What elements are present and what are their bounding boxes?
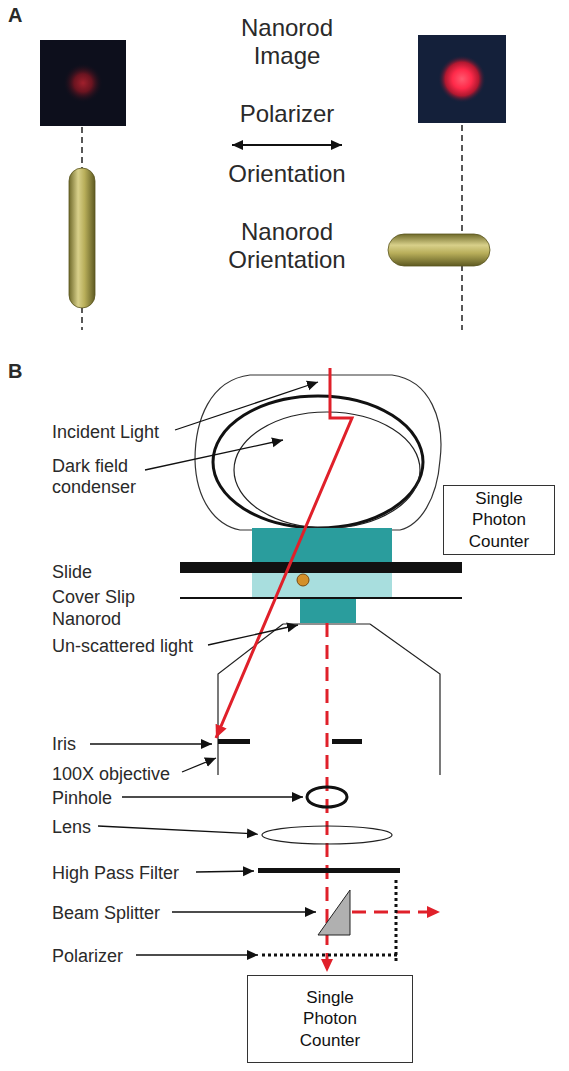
box-text: Single Photon Counter: [462, 488, 537, 552]
part-label: Lens: [52, 817, 91, 838]
detector-box: Single Photon Counter: [247, 975, 413, 1063]
detector-box: Single Photon Counter: [443, 485, 555, 555]
beam-splitter: [318, 890, 350, 935]
leader-line: [175, 382, 318, 430]
leader-line: [98, 826, 258, 834]
polarizer-horizontal: [262, 954, 400, 957]
iris-blade: [332, 739, 362, 744]
nanorod-particle: [297, 574, 309, 586]
slide: [180, 562, 462, 573]
part-label: Nanorod: [52, 609, 121, 630]
scattered-beam: [326, 623, 329, 972]
leader-line: [122, 796, 303, 797]
oil-layer: [252, 528, 392, 563]
part-label: Slide: [52, 562, 92, 583]
dashed-guide: [461, 125, 463, 330]
nanorod-image-bright: [418, 35, 506, 123]
axis-label: Orientation: [187, 160, 387, 188]
nanorod-vertical: [69, 168, 95, 308]
lens: [262, 826, 392, 844]
axis-label: Nanorod Orientation: [212, 218, 362, 274]
part-label: Polarizer: [52, 946, 123, 967]
part-label: Beam Splitter: [52, 903, 160, 924]
condenser-ring: [213, 396, 423, 528]
leader-line: [136, 954, 258, 955]
part-label: Cover Slip: [52, 587, 135, 608]
image-label: Nanorod Image: [227, 14, 347, 70]
panel-label: B: [8, 360, 22, 383]
polarizer-arrow: [232, 144, 342, 146]
objective-oil: [300, 599, 356, 623]
leader-line: [145, 440, 283, 470]
leader-line: [196, 871, 254, 872]
nanorod-horizontal: [388, 234, 490, 266]
part-label: Un-scattered light: [52, 636, 193, 657]
scatter-spot-dim: [63, 63, 103, 103]
part-label: Incident Light: [52, 422, 159, 443]
incident-beam: [216, 368, 352, 738]
panel-label: A: [8, 4, 22, 27]
polarizer-vertical: [395, 880, 398, 962]
part-label: 100X objective: [52, 764, 170, 785]
pinhole: [307, 787, 347, 807]
condenser-housing: [195, 375, 441, 530]
condenser-ring: [234, 412, 420, 528]
part-label: Dark field condenser: [52, 456, 152, 498]
part-label: Iris: [52, 734, 76, 755]
leader-line: [172, 911, 316, 912]
cover-slip: [180, 597, 462, 599]
box-text: Single Photon Counter: [293, 987, 368, 1051]
part-label: Pinhole: [52, 788, 112, 809]
leader-line: [90, 743, 212, 744]
high-pass-filter: [258, 868, 400, 873]
sample-layer: [252, 573, 392, 598]
leader-line: [208, 625, 298, 645]
part-label: High Pass Filter: [52, 863, 179, 884]
objective-body: [218, 624, 440, 775]
nanorod-image-dim: [40, 40, 126, 126]
axis-label: Polarizer: [187, 100, 387, 128]
leader-line: [182, 758, 216, 772]
scatter-spot-bright: [438, 55, 486, 103]
iris-blade: [218, 739, 250, 744]
